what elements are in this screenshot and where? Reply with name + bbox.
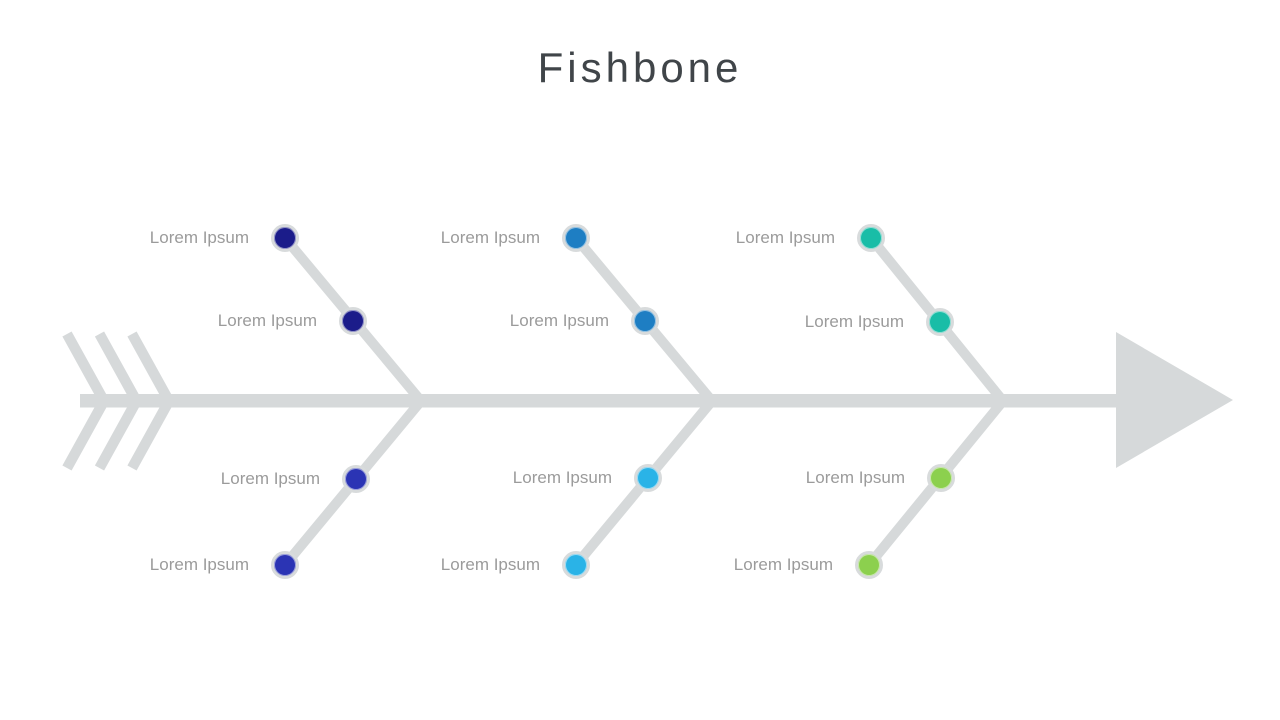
- cause-label: Lorem Ipsum: [440, 228, 540, 247]
- cause-label: Lorem Ipsum: [440, 555, 540, 574]
- cause-label: Lorem Ipsum: [149, 228, 249, 247]
- rib-bone-middle: [572, 234, 719, 569]
- cause-dot: [855, 551, 883, 579]
- cause-dot: [927, 464, 955, 492]
- cause-label: Lorem Ipsum: [149, 555, 249, 574]
- cause-dot: [634, 464, 662, 492]
- rib-bone-left: [281, 234, 428, 569]
- cause-dot: [562, 224, 590, 252]
- cause-dot: [857, 224, 885, 252]
- cause-dot: [631, 307, 659, 335]
- cause-label: Lorem Ipsum: [804, 312, 904, 331]
- cause-label: Lorem Ipsum: [735, 228, 835, 247]
- cause-label: Lorem Ipsum: [217, 311, 317, 330]
- cause-dot: [339, 307, 367, 335]
- cause-dot: [271, 551, 299, 579]
- cause-dot: [271, 224, 299, 252]
- spine-bar: [80, 394, 1118, 408]
- cause-dot: [562, 551, 590, 579]
- slide-title: Fishbone: [537, 44, 743, 91]
- arrowhead-icon: [1116, 332, 1233, 468]
- cause-dot: [342, 465, 370, 493]
- cause-label: Lorem Ipsum: [220, 469, 320, 488]
- rib-bone-right: [865, 234, 1010, 569]
- cause-label: Lorem Ipsum: [509, 311, 609, 330]
- cause-label: Lorem Ipsum: [512, 468, 612, 487]
- cause-dot: [926, 308, 954, 336]
- cause-label: Lorem Ipsum: [805, 468, 905, 487]
- cause-label: Lorem Ipsum: [733, 555, 833, 574]
